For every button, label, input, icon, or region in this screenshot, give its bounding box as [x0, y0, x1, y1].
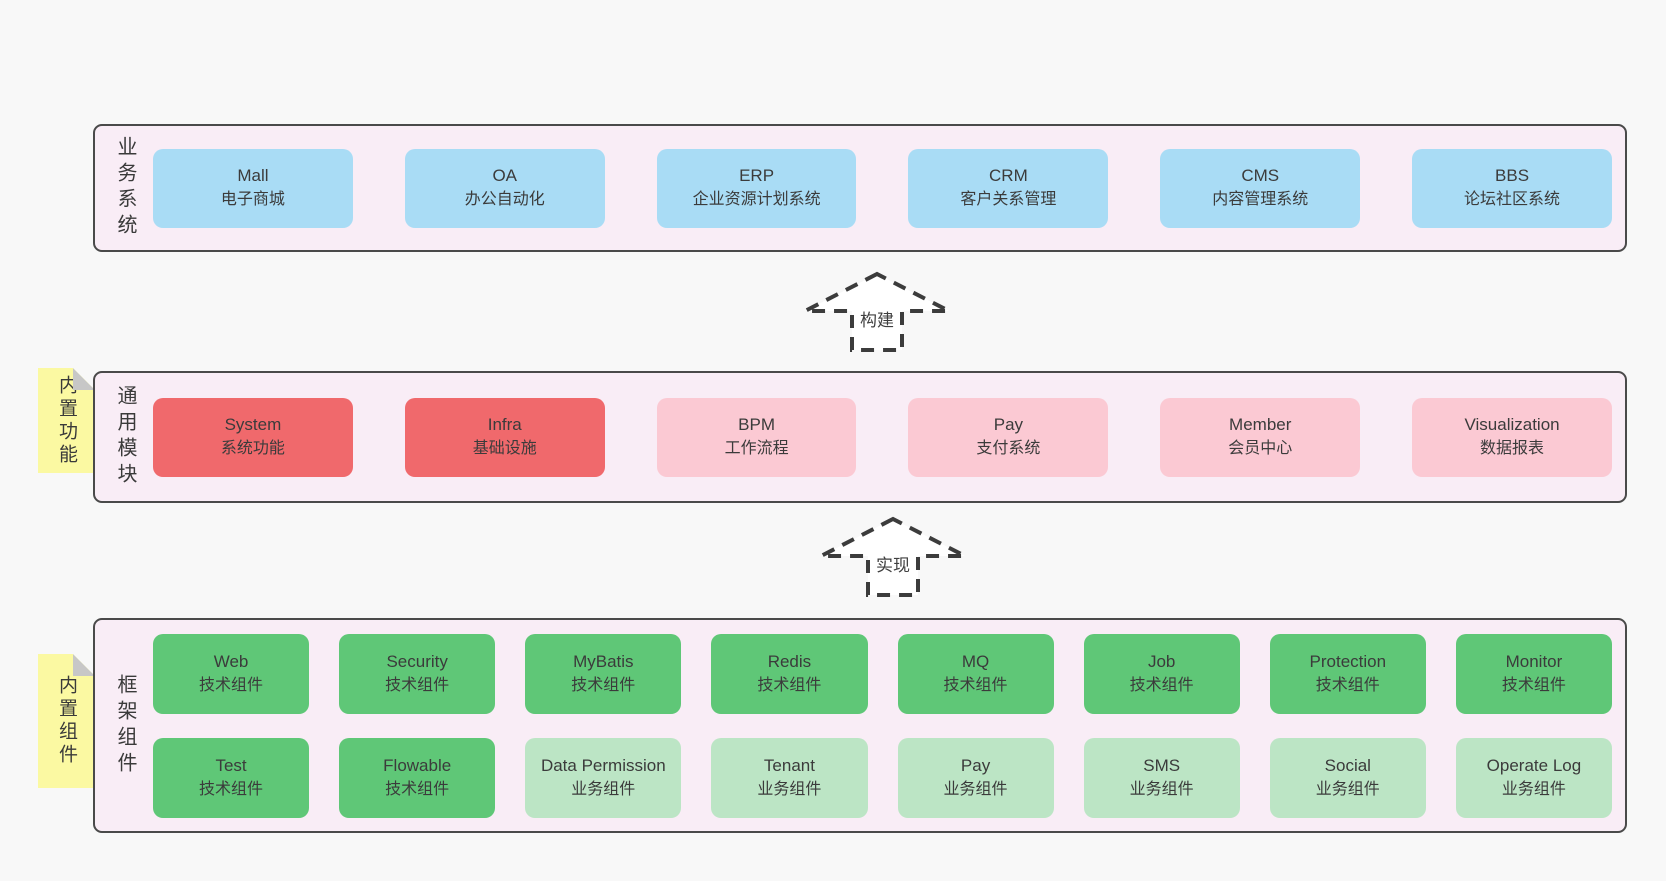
box-pay: Pay 支付系统 — [908, 397, 1109, 477]
box-mybatis: MyBatis 技术组件 — [525, 633, 682, 714]
box-bbs: BBS 论坛社区系统 — [1412, 148, 1612, 228]
section-label-business: 业务系统 — [114, 136, 136, 240]
section-common-modules: 通用模块 System 系统功能 Infra 基础设施 BPM 工作流程 Pay… — [93, 371, 1627, 503]
section-label-modules: 通用模块 — [114, 385, 136, 489]
box-infra: Infra 基础设施 — [404, 397, 605, 477]
section-label-components: 框架组件 — [114, 673, 136, 778]
box-tenant: Tenant 业务组件 — [711, 737, 868, 818]
modules-box-row: System 系统功能 Infra 基础设施 BPM 工作流程 Pay 支付系统… — [145, 373, 1625, 501]
folded-corner-icon — [73, 654, 95, 676]
box-security: Security 技术组件 — [339, 633, 496, 714]
box-web: Web 技术组件 — [153, 633, 310, 714]
sticky-note-builtin-components: 内置组件 — [38, 654, 95, 788]
box-oa: OA 办公自动化 — [404, 148, 605, 228]
box-monitor: Monitor 技术组件 — [1455, 633, 1612, 714]
box-data-permission: Data Permission 业务组件 — [525, 737, 682, 818]
section-business-systems: 业务系统 Mall 电子商城 OA 办公自动化 ERP 企业资源计划系统 CRM… — [93, 124, 1627, 252]
implement-arrow-up-icon: 实现 — [818, 516, 968, 598]
box-redis: Redis 技术组件 — [711, 633, 868, 714]
section-framework-components: 框架组件 Web 技术组件 Security 技术组件 MyBatis 技术组件… — [93, 618, 1627, 833]
box-erp: ERP 企业资源计划系统 — [656, 148, 857, 228]
build-arrow-label: 构建 — [857, 305, 897, 332]
box-test: Test 技术组件 — [153, 737, 310, 818]
folded-corner-icon — [73, 368, 95, 390]
box-pay-biz: Pay 业务组件 — [897, 737, 1054, 818]
components-grid: Web 技术组件 Security 技术组件 MyBatis 技术组件 Redi… — [145, 620, 1625, 831]
box-mq: MQ 技术组件 — [897, 633, 1054, 714]
box-protection: Protection 技术组件 — [1269, 633, 1426, 714]
business-box-row: Mall 电子商城 OA 办公自动化 ERP 企业资源计划系统 CRM 客户关系… — [145, 126, 1625, 250]
box-operate-log: Operate Log 业务组件 — [1455, 737, 1612, 818]
box-visualization: Visualization 数据报表 — [1412, 397, 1612, 477]
box-job: Job 技术组件 — [1083, 633, 1240, 714]
box-system: System 系统功能 — [153, 397, 353, 477]
box-sms: SMS 业务组件 — [1083, 737, 1240, 818]
box-mall: Mall 电子商城 — [153, 148, 353, 228]
box-flowable: Flowable 技术组件 — [339, 737, 496, 818]
box-member: Member 会员中心 — [1160, 397, 1361, 477]
box-social: Social 业务组件 — [1269, 737, 1426, 818]
box-bpm: BPM 工作流程 — [656, 397, 857, 477]
box-cms: CMS 内容管理系统 — [1160, 148, 1361, 228]
sticky-note-builtin-functions: 内置功能 — [38, 368, 95, 473]
box-crm: CRM 客户关系管理 — [908, 148, 1109, 228]
implement-arrow-label: 实现 — [873, 550, 913, 577]
build-arrow-up-icon: 构建 — [802, 271, 952, 353]
